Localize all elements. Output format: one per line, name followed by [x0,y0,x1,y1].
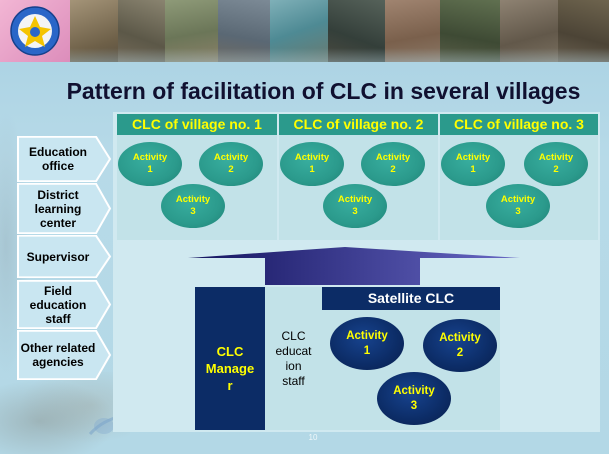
activity-label: Activity [393,384,435,397]
stakeholder-label-line: Other related [20,341,96,355]
stakeholder-education-office: Education office [16,136,112,182]
activity-label: Activity [175,194,211,205]
photo-banner [0,0,609,62]
clc-education-staff-label-line: ion [285,358,302,373]
village-2-box: Activity 1 Activity 2 Activity 3 [279,135,438,240]
activity-number: 2 [390,164,396,175]
activity-number: 3 [190,206,196,217]
clc-manager-label-line: r [227,378,233,393]
stakeholder-label: Supervisor [16,235,100,278]
activity-number: 1 [147,164,153,175]
arrow-shape [16,330,112,380]
clc-manager-label-line: CLC [216,344,244,359]
activity-number: 3 [515,206,521,217]
banner-photo [500,0,558,62]
emblem-icon [10,6,60,56]
stakeholder-label: Education office [16,136,100,182]
activity-label: Activity [455,152,491,163]
banner-photo [385,0,440,62]
banner-photo [328,0,385,62]
background-photo [0,372,130,454]
village-1-activity-1: Activity 1 [118,142,182,186]
activity-number: 1 [470,164,476,175]
clc-manager-box: CLC Manage r [195,287,265,430]
banner-photo [118,0,165,62]
arrow-shape [16,136,112,182]
page-number: 10 [308,433,318,442]
village-1-header: CLC of village no. 1 [117,114,277,135]
stakeholder-label-line: office [41,159,74,173]
stakeholder-supervisor: Supervisor [16,235,112,278]
activity-number: 2 [228,164,234,175]
activity-number: 3 [410,399,418,412]
activity-label: Activity [500,194,536,205]
stakeholder-label-line: learning [34,201,82,216]
banner-photo [558,0,609,62]
stakeholder-label-line: District [37,187,79,202]
village-1-box: Activity 1 Activity 2 Activity 3 [117,135,277,240]
village-3-activity-3: Activity 3 [486,184,550,228]
slide-title: Pattern of facilitation of CLC in severa… [66,78,581,104]
stakeholder-label-line: center [39,215,77,230]
satellite-clc-header: Satellite CLC [322,287,500,310]
activity-number: 1 [309,164,315,175]
banner-photo [70,0,118,62]
arrow-shape [16,280,112,329]
clc-education-staff-box: CLC educat ion staff [265,287,322,430]
stakeholder-label-line: staff [45,311,71,326]
village-1-activity-2: Activity 2 [199,142,263,186]
activity-label: Activity [375,152,411,163]
arrow-shape [16,183,112,234]
clc-education-staff-label-line: CLC [281,328,306,343]
clc-manager-label-line: Manage [205,361,255,376]
activity-label: Activity [337,194,373,205]
village-2-activity-2: Activity 2 [361,142,425,186]
satellite-activity-1: Activity 1 [330,317,404,370]
stakeholder-label-line: Education [28,145,87,159]
activity-label: Activity [346,329,388,342]
stakeholder-district-learning-center: District learning center [16,183,112,234]
village-2-activity-3: Activity 3 [323,184,387,228]
arrow-shape [16,235,112,278]
activity-label: Activity [538,152,574,163]
village-1-activity-3: Activity 3 [161,184,225,228]
activity-label: Activity [294,152,330,163]
activity-number: 2 [553,164,559,175]
banner-photo [218,0,270,62]
activity-number: 2 [456,346,464,359]
stakeholder-other-related-agencies: Other related agencies [16,330,112,380]
clc-education-staff-label-line: educat [275,343,312,358]
stakeholder-label-line: Field [43,283,72,298]
stakeholder-label: Field education staff [16,280,100,329]
upward-arrow [188,247,520,285]
village-3-box: Activity 1 Activity 2 Activity 3 [440,135,598,240]
stakeholder-label-line: education [29,297,87,312]
village-3-header: CLC of village no. 3 [440,114,598,135]
village-2-header: CLC of village no. 2 [279,114,438,135]
satellite-activity-2: Activity 2 [423,319,497,372]
clc-education-staff-label-line: staff [282,373,305,388]
satellite-activity-3: Activity 3 [377,372,451,425]
banner-photo [165,0,218,62]
ministry-logo [0,0,70,62]
village-2-activity-1: Activity 1 [280,142,344,186]
activity-label: Activity [213,152,249,163]
stakeholder-label: Other related agencies [16,330,100,380]
activity-label: Activity [439,331,481,344]
activity-label: Activity [132,152,168,163]
village-3-activity-1: Activity 1 [441,142,505,186]
stakeholder-field-education-staff: Field education staff [16,280,112,329]
activity-number: 1 [363,344,371,357]
stakeholder-label: District learning center [16,183,100,234]
banner-photo [440,0,500,62]
stakeholder-label-line: Supervisor [26,249,90,264]
stakeholder-label-line: agencies [32,355,84,369]
village-3-activity-2: Activity 2 [524,142,588,186]
banner-photo [270,0,328,62]
satellite-clc-box: Activity 1 Activity 2 Activity 3 [322,310,500,430]
activity-number: 3 [352,206,358,217]
